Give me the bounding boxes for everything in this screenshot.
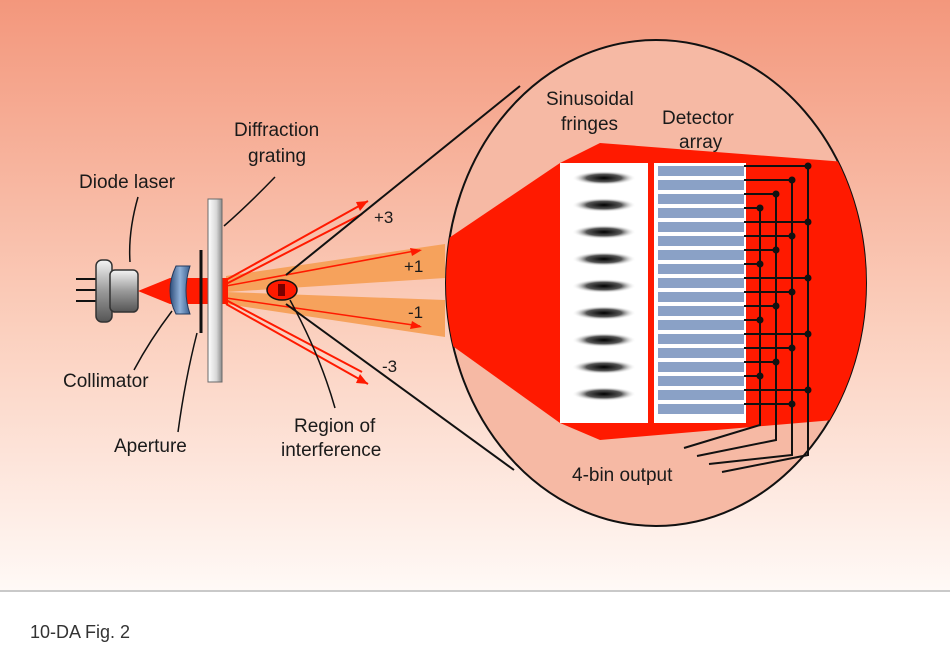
region-label-line1: Region of	[294, 416, 376, 437]
fringes-label-line1: Sinusoidal	[546, 89, 634, 110]
sinusoidal-fringes-panel	[560, 163, 648, 423]
order-plus1-label: +1	[404, 257, 423, 276]
aperture-label: Aperture	[114, 436, 187, 457]
detector-label-line2: array	[679, 132, 723, 153]
order-minus1-label: -1	[408, 303, 423, 322]
diffraction-grating	[207, 198, 223, 383]
output-label: 4-bin output	[572, 465, 673, 486]
ray-plus3-upper	[225, 200, 369, 281]
collimator-label: Collimator	[63, 371, 149, 392]
fringes-label-line2: fringes	[561, 114, 618, 135]
magnifier-line-bottom	[285, 303, 515, 471]
arrowhead-plus1	[410, 248, 422, 256]
detector-array	[654, 163, 746, 423]
grating-label-line2: grating	[248, 146, 306, 167]
interference-spot	[278, 284, 285, 296]
region-label-line2: interference	[281, 440, 381, 461]
figure-caption: 10-DA Fig. 2	[30, 622, 131, 642]
ray-minus1	[225, 297, 421, 327]
ray-minus3-upper	[225, 299, 363, 373]
wiring-junctions	[756, 162, 812, 408]
order-plus3-label: +3	[374, 208, 393, 227]
ray-minus3-lower	[225, 303, 369, 385]
caption-bar: 10-DA Fig. 2	[0, 590, 950, 646]
ray-plus3-lower	[225, 213, 363, 285]
collimator-lens	[169, 265, 191, 315]
diode-laser	[76, 259, 139, 323]
magnifier-line-top	[285, 85, 521, 276]
leader-lines	[128, 176, 336, 433]
grating-label-line1: Diffraction	[234, 120, 319, 141]
ray-plus1	[225, 249, 421, 287]
diode-laser-label: Diode laser	[79, 172, 176, 193]
detector-label-line1: Detector	[662, 108, 734, 129]
detector-wiring	[683, 165, 809, 473]
laser-beam	[138, 278, 170, 304]
arrowhead-minus3	[356, 374, 368, 384]
arrowhead-minus1	[410, 321, 422, 329]
interferometer-diagram: Diode laser Collimator Aperture Diffract…	[0, 0, 950, 590]
arrowhead-plus3	[356, 201, 368, 211]
order-minus3-label: -3	[382, 357, 397, 376]
